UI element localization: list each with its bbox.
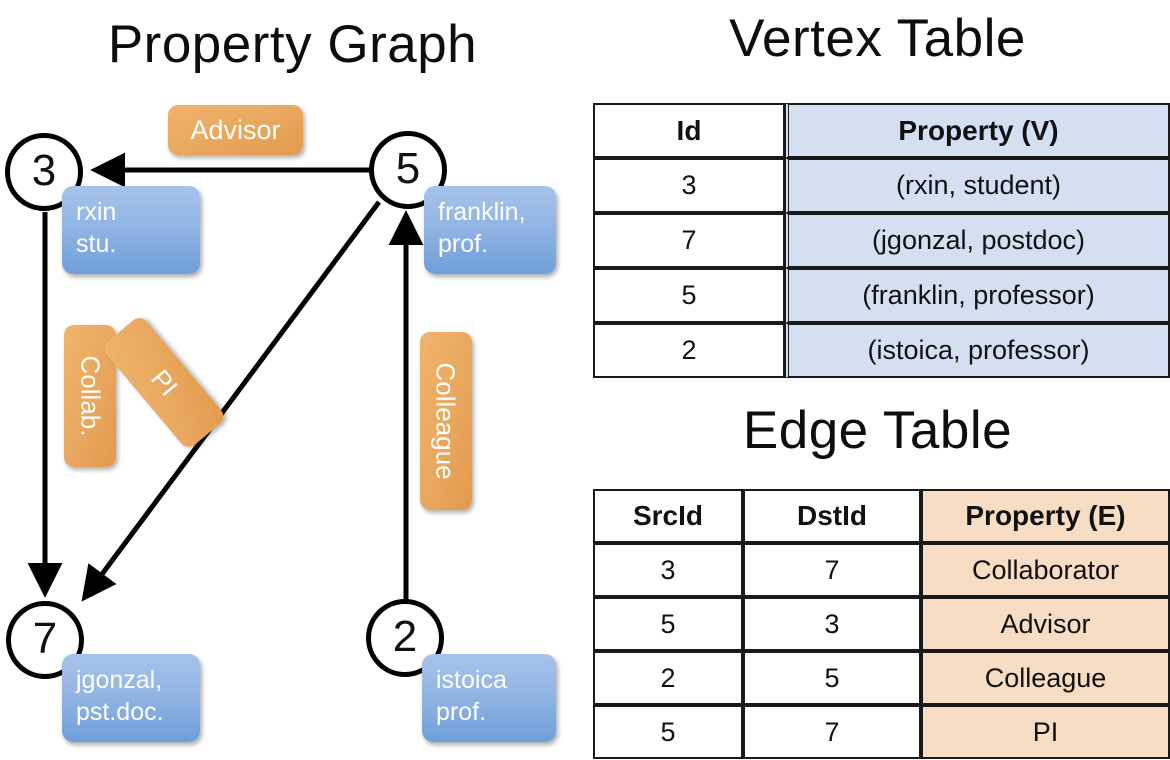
page-title-property-graph: Property Graph [107, 15, 478, 74]
table-row[interactable]: 3 (rxin, student) [593, 158, 1170, 213]
graph-node-2-property-line-1: istoica [436, 666, 507, 694]
vertex-row-3-id: 2 [593, 323, 785, 378]
edge-label-collab-text: Collab. [75, 355, 105, 437]
graph-node-5-property-box: franklin, prof. [424, 186, 556, 274]
table-row[interactable]: 3 7 Collaborator [593, 543, 1170, 597]
graph-node-2-property-box: istoica prof. [422, 654, 556, 742]
edge-row-1-property: Advisor [921, 597, 1170, 651]
graph-edges-svg [27, 152, 424, 602]
vertex-row-1-property: (jgonzal, postdoc) [785, 213, 1170, 268]
graph-node-5-property-line-1: franklin, [438, 198, 526, 226]
edge-label-colleague-text: Colleague [431, 362, 461, 480]
graph-node-7-property-line-1: jgonzal, [76, 666, 163, 694]
table-row[interactable]: 5 7 PI [593, 705, 1170, 759]
edge-row-1-dst: 3 [743, 597, 921, 651]
edge-row-2-dst: 5 [743, 651, 921, 705]
edge-table-header-row: SrcId DstId Property (E) [593, 489, 1170, 543]
table-row[interactable]: 2 (istoica, professor) [593, 323, 1170, 378]
vertex-table-header-id: Id [593, 103, 785, 158]
edge-label-pi-text: PI [144, 363, 184, 402]
edge-row-0-src: 3 [593, 543, 743, 597]
graph-node-3-property-line-1: rxin [76, 198, 117, 226]
graph-node-5-property-line-2: prof. [438, 230, 489, 258]
vertex-row-0-id: 3 [593, 158, 785, 213]
edge-row-1-src: 5 [593, 597, 743, 651]
edge-5-to-7 [81, 200, 382, 602]
graph-node-5[interactable]: 5 [369, 131, 447, 209]
edge-table: SrcId DstId Property (E) 3 7 Collaborato… [593, 489, 1170, 759]
vertex-row-2-id: 5 [593, 268, 785, 323]
vertex-row-0-property: (rxin, student) [785, 158, 1170, 213]
edge-row-2-src: 2 [593, 651, 743, 705]
graph-node-2[interactable]: 2 [366, 599, 444, 677]
vertex-table: Id Property (V) 3 (rxin, student) 7 (jgo… [593, 103, 1170, 378]
vertex-table-header-row: Id Property (V) [593, 103, 1170, 158]
graph-node-3-label: 3 [31, 146, 57, 195]
graph-node-2-property-line-2: prof. [436, 698, 487, 726]
edge-table-header-property: Property (E) [921, 489, 1170, 543]
graph-node-5-label: 5 [395, 144, 421, 193]
edge-label-colleague: Colleague [420, 332, 472, 510]
edge-row-0-dst: 7 [743, 543, 921, 597]
graph-node-3-property-line-2: stu. [76, 230, 117, 258]
graph-node-7-property-line-2: pst.doc. [76, 698, 164, 726]
graph-node-7-property-box: jgonzal, pst.doc. [62, 654, 200, 742]
graph-node-7-label: 7 [32, 614, 58, 663]
edge-row-2-property: Colleague [921, 651, 1170, 705]
edge-row-3-dst: 7 [743, 705, 921, 759]
edge-table-header-srcid: SrcId [593, 489, 743, 543]
vertex-row-1-id: 7 [593, 213, 785, 268]
page-title-vertex-table: Vertex Table [729, 9, 1026, 68]
graph-node-3-property-box: rxin stu. [62, 186, 200, 274]
edge-table-header-dstid: DstId [743, 489, 921, 543]
table-row[interactable]: 7 (jgonzal, postdoc) [593, 213, 1170, 268]
vertex-row-3-property: (istoica, professor) [785, 323, 1170, 378]
table-row[interactable]: 5 3 Advisor [593, 597, 1170, 651]
edge-row-3-property: PI [921, 705, 1170, 759]
edge-label-advisor-text: Advisor [190, 114, 281, 145]
table-row[interactable]: 5 (franklin, professor) [593, 268, 1170, 323]
edge-row-0-property: Collaborator [921, 543, 1170, 597]
graph-node-2-label: 2 [392, 612, 418, 661]
page-title-edge-table: Edge Table [742, 401, 1013, 460]
table-row[interactable]: 2 5 Colleague [593, 651, 1170, 705]
edge-label-advisor: Advisor [168, 105, 303, 155]
property-graph-panel: Property Graph 3 rxin stu. 5 franklin, p… [5, 15, 556, 742]
vertex-row-2-property: (franklin, professor) [785, 268, 1170, 323]
vertex-table-header-property: Property (V) [785, 103, 1170, 158]
edge-row-3-src: 5 [593, 705, 743, 759]
